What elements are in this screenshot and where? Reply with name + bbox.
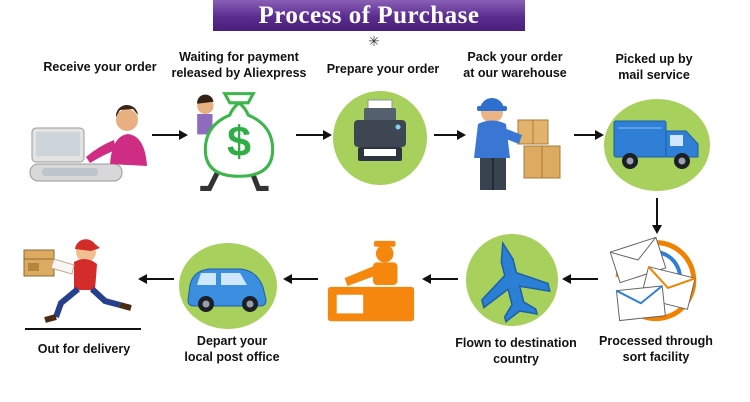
step-label-picked: Picked up by mail service [615,52,693,82]
post-van-icon [178,240,278,337]
arrow-customs-to-depart [282,272,318,291]
arrow-receive-to-waiting [152,128,188,147]
ornament-icon: ✳ [368,33,380,49]
page-title: Process of Purchase [258,2,480,29]
arrow-prepare-to-pack [434,128,466,147]
arrow-depart-to-delivery [136,272,174,291]
step-label-waiting: Waiting for payment released by Aliexpre… [171,50,307,80]
step-label-delivery: Out for delivery [37,342,131,356]
step-label-receive: Receive your order [43,60,157,74]
arrow-pack-to-picked [574,128,604,147]
arrow-flown-to-customs [420,272,458,291]
printer-icon [330,88,430,193]
delivery-runner-icon [22,232,137,332]
money-bag-icon: $ [188,80,290,203]
airplane-icon [462,230,562,335]
arrow-sort-to-flown [560,272,598,291]
step-label-pack: Pack your order at our warehouse [463,50,567,80]
warehouse-worker-icon [462,90,572,200]
person-at-computer-icon [28,90,153,195]
title-banner: Process of Purchase [213,0,525,31]
customs-officer-icon [322,238,420,333]
step-label-prepare: Prepare your order [326,62,440,76]
step-label-sort: Processed through sort facility [599,334,713,364]
dollar-symbol: $ [227,118,251,166]
mail-truck-icon [602,95,712,200]
ground-line [25,328,141,330]
step-label-depart: Depart your local post office [184,334,280,364]
arrow-waiting-to-prepare [296,128,332,147]
arrow-picked-to-sort [650,198,664,239]
sorted-mail-icon [598,222,708,337]
step-label-flown: Flown to destination country [455,336,577,366]
